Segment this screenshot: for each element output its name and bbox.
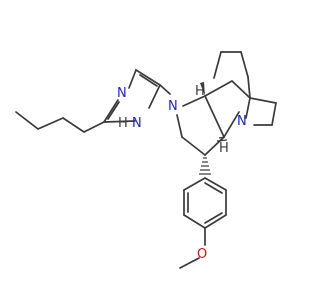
benzene-ring [183,177,227,229]
bridgehead-n-label: N [237,114,247,129]
imidazole-h-label: H [118,116,128,131]
molecule-diagram: N N H N N H H O [15,51,277,269]
imidazole-ring [103,69,161,123]
aryl-h-label: H [219,141,229,156]
bond [204,177,227,191]
bond [37,117,64,130]
bond [204,214,227,229]
bond [135,69,161,86]
bond [128,69,137,89]
bond [183,177,206,191]
bond [176,114,183,138]
bond [204,136,225,156]
wedge-bond [200,82,205,96]
bond [271,102,277,126]
bond [83,121,105,133]
bond [204,80,233,97]
bond [204,182,223,194]
bicyclic-core [176,51,277,156]
bond [223,111,240,138]
bond [107,101,120,120]
bond [62,117,85,133]
butyl-chain [15,111,105,133]
bond [15,111,39,130]
bond [159,84,171,95]
bond [179,257,200,269]
bond [148,84,161,109]
bond [231,80,251,99]
bond [181,136,206,156]
methoxy-o-label: O [197,247,207,262]
bond [103,99,119,123]
imidazole-nh-label: N [132,116,142,131]
imidazole-n3-label: N [117,86,127,101]
bond [213,51,222,79]
hash-bond [216,136,228,142]
bond [204,212,223,224]
bond [139,74,158,87]
hash-bond [199,157,211,175]
bond [247,76,251,99]
bond [240,51,249,78]
bond [249,97,277,104]
bridgehead-h-label: H [195,84,205,99]
methoxy-group [179,227,206,269]
pyrrolidine-n-label: N [168,99,178,114]
bond [103,120,136,123]
bond [245,97,251,119]
bond [204,95,225,138]
bond [182,95,206,107]
bond [183,214,206,229]
